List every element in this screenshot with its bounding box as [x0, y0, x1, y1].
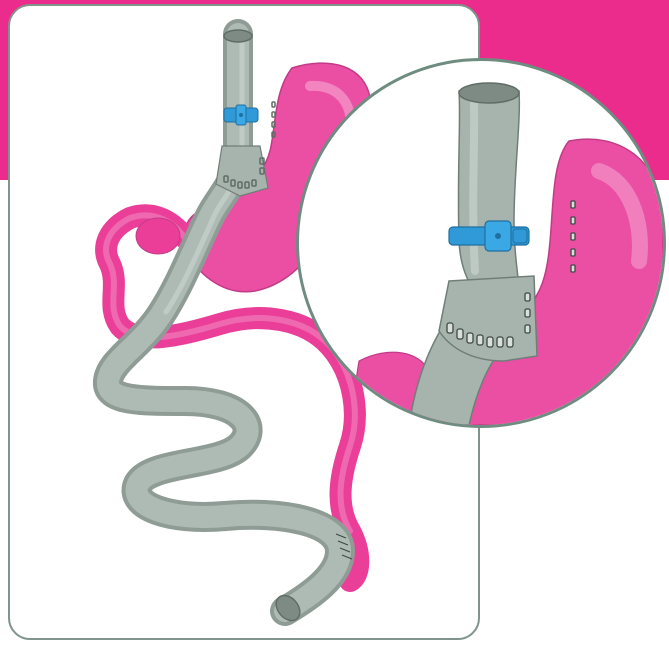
pylorus-bulge	[136, 218, 180, 254]
zoom-esophagus-opening	[459, 83, 519, 103]
zoom-illustration	[299, 61, 663, 425]
zoom-inset	[296, 58, 666, 428]
esophagus-opening	[224, 30, 252, 42]
gastric-band	[224, 105, 258, 125]
